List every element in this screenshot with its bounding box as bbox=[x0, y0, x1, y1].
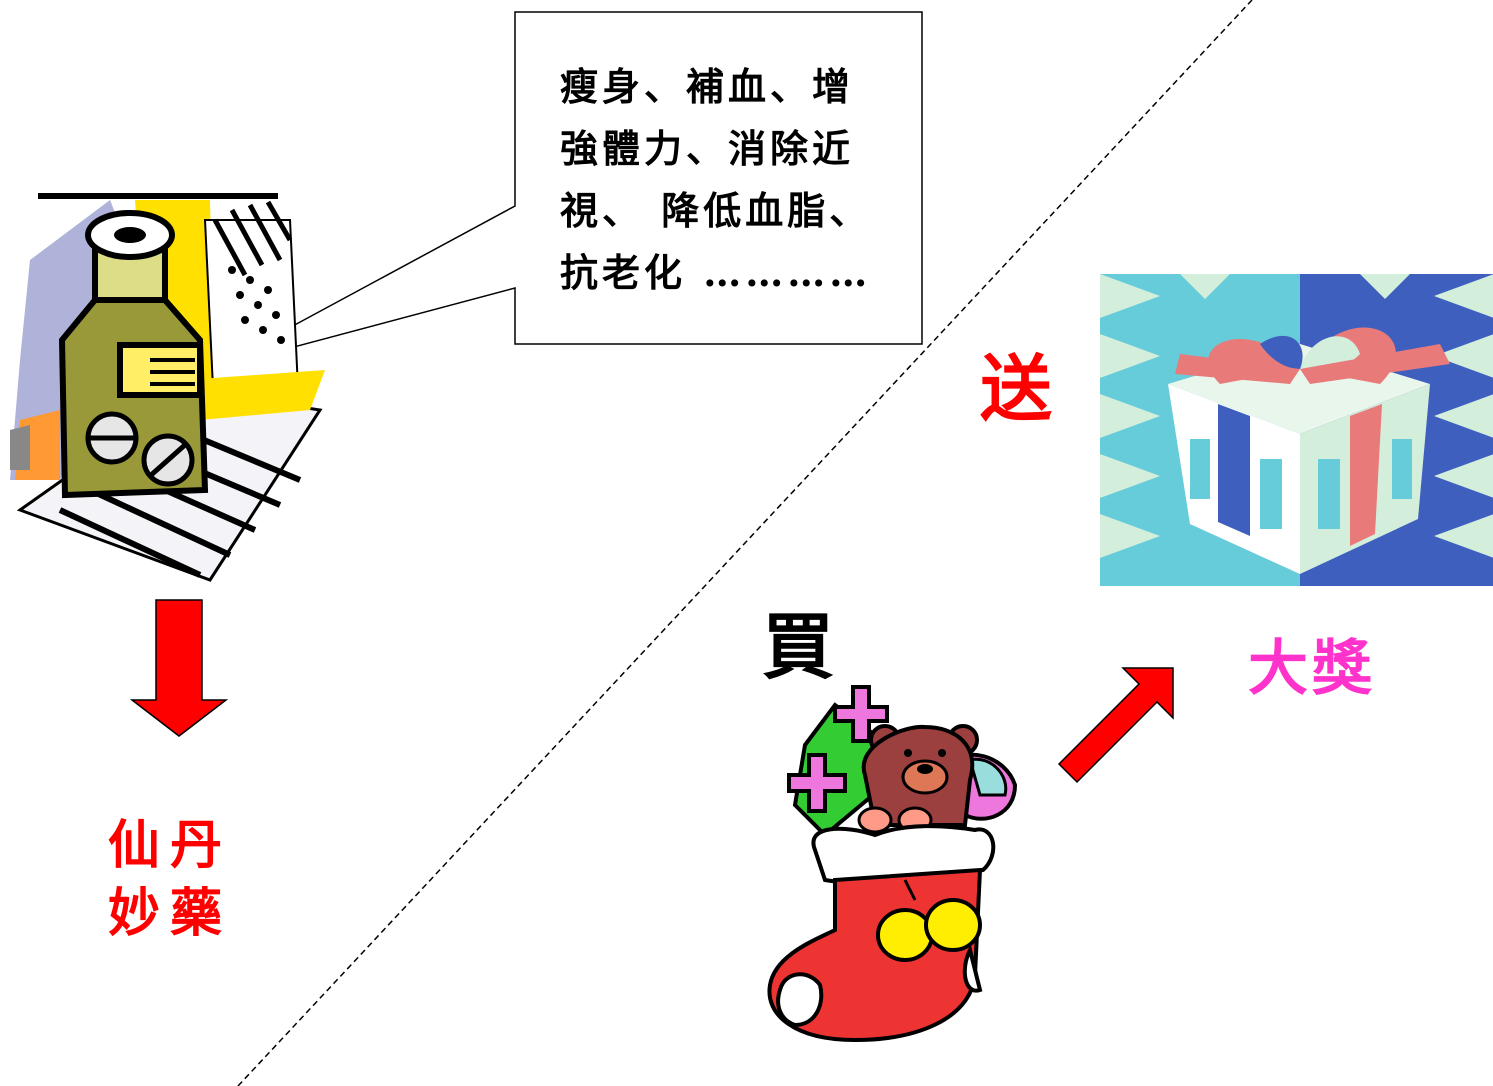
callout-line-1: 瘦身、補血、增 bbox=[560, 64, 855, 109]
down-arrow-icon bbox=[129, 599, 229, 737]
elixir-label: 仙丹 妙藥 bbox=[108, 812, 232, 948]
christmas-stocking-icon bbox=[767, 685, 1018, 1043]
give-label: 送 bbox=[980, 347, 1053, 431]
up-right-arrow-icon bbox=[1057, 667, 1174, 784]
prize-label: 大獎 bbox=[1248, 634, 1376, 704]
gift-box-icon bbox=[1100, 274, 1493, 586]
buy-label: 買 bbox=[762, 605, 835, 689]
callout-text: 瘦身、補血、增 強體力、消除近 視、 降低血脂、 抗老化 ………… bbox=[560, 56, 930, 304]
medicine-bottle-icon bbox=[10, 193, 325, 582]
elixir-label-line-1: 仙丹 bbox=[108, 816, 233, 876]
callout-line-4: 抗老化 ………… bbox=[560, 250, 872, 295]
callout-line-2: 強體力、消除近 bbox=[560, 126, 855, 171]
elixir-label-line-2: 妙藥 bbox=[108, 884, 233, 944]
callout-line-3: 視、 降低血脂、 bbox=[560, 188, 872, 233]
